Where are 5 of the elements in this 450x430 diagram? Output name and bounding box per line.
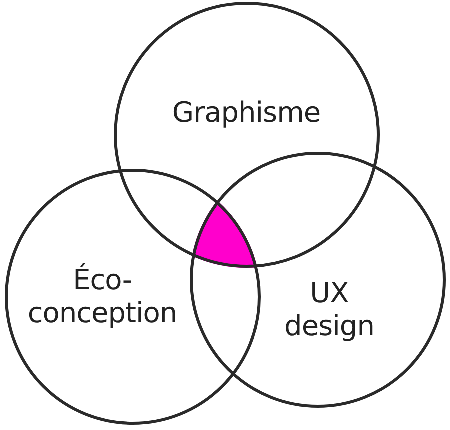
circle-label: Graphisme — [171, 96, 322, 130]
venn-circle — [5, 169, 261, 425]
circle-label: Éco-conception — [26, 262, 178, 330]
venn-circle — [190, 152, 446, 408]
circle-label: UX design — [284, 276, 376, 344]
